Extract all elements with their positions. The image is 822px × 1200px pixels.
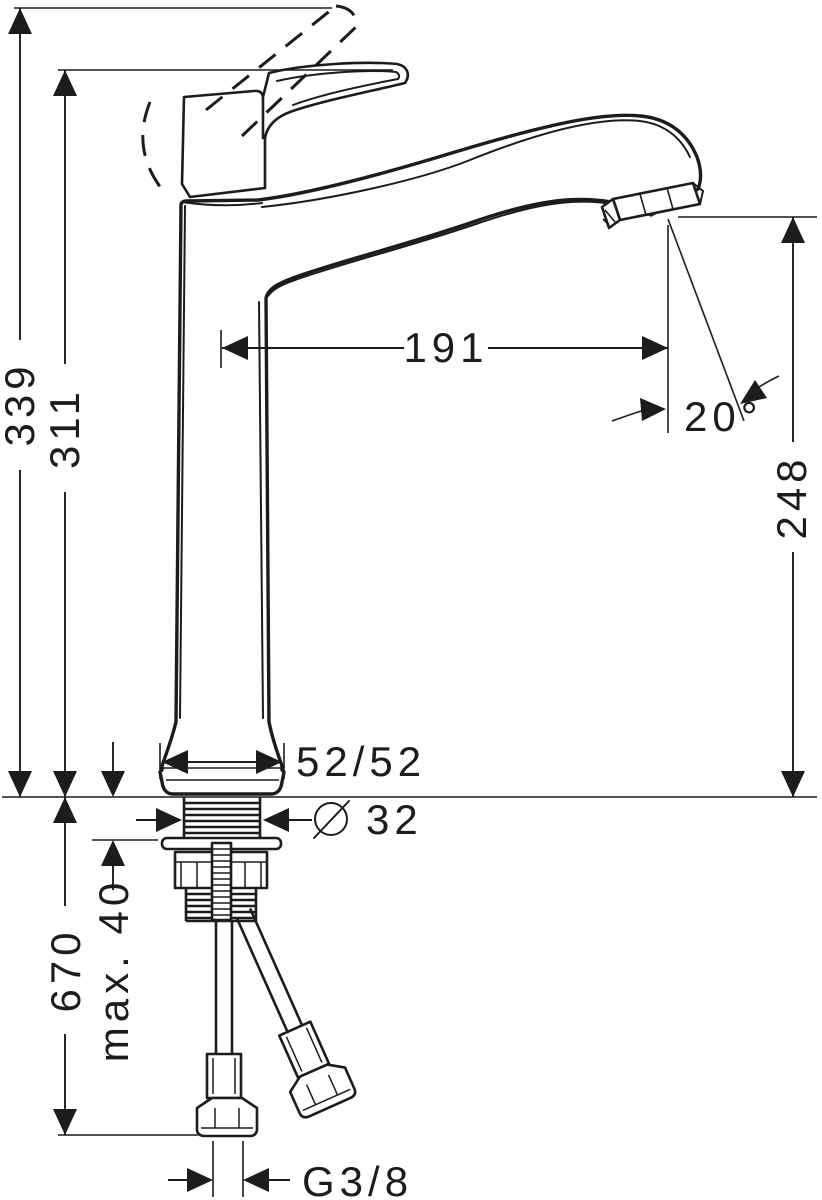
supply-hoses bbox=[195, 907, 357, 1138]
diameter-symbol bbox=[313, 800, 350, 839]
arrow-down-311 bbox=[53, 771, 77, 797]
dimension-spout-reach: 191 bbox=[220, 324, 668, 371]
dim-label-connection-thread: G3/8 bbox=[302, 1158, 413, 1200]
dim-label-total-height: 339 bbox=[0, 361, 43, 446]
dim-label-spout-angle: 20° bbox=[684, 393, 763, 440]
angle-arrow-right bbox=[740, 380, 767, 404]
arrow-g38-left bbox=[187, 1168, 213, 1192]
aerator-end-cap bbox=[600, 197, 622, 230]
angle-leader-left bbox=[611, 409, 645, 422]
arrow-down-248 bbox=[781, 771, 805, 797]
hose-straight-crimp bbox=[205, 1052, 243, 1100]
spout-tip-edge bbox=[692, 182, 705, 205]
hose-straight bbox=[195, 920, 259, 1138]
angle-arrow-left bbox=[640, 398, 666, 421]
dim-label-hole-diameter: 32 bbox=[366, 796, 423, 843]
dim-label-max-thickness: max. 40 bbox=[90, 878, 137, 1062]
handle bbox=[141, 4, 410, 199]
aerator bbox=[600, 181, 705, 230]
hose-angled-nut bbox=[288, 1063, 357, 1119]
arrow-up-311 bbox=[53, 70, 77, 96]
inner-left-edge bbox=[179, 205, 186, 719]
threaded-rod bbox=[210, 841, 233, 922]
arrow-up-339 bbox=[8, 8, 32, 34]
dim-label-hose-length: 670 bbox=[42, 927, 89, 1012]
hose-angled-crimp-lines bbox=[285, 1027, 323, 1072]
handle-raised-dashed-rear bbox=[141, 101, 166, 193]
column-top-joint bbox=[181, 201, 263, 207]
arrow-up-248 bbox=[781, 217, 805, 243]
angle-diagonal-line bbox=[667, 218, 745, 422]
dimension-outlet-height: 248 bbox=[678, 216, 817, 797]
dimension-hole-diameter: 32 bbox=[136, 796, 423, 843]
dimension-annotations: 339 311 191 20° bbox=[0, 7, 817, 1200]
hose-angled-tube bbox=[235, 907, 304, 1033]
dimension-total-height: 339 bbox=[0, 7, 332, 797]
arrow-up-670 bbox=[53, 797, 77, 823]
arrow-32-right bbox=[263, 808, 289, 832]
inner-spout-bottom bbox=[267, 200, 637, 297]
handle-base-block bbox=[180, 89, 267, 199]
dimension-max-thickness: max. 40 bbox=[90, 742, 158, 1062]
dimension-connection-thread: G3/8 bbox=[168, 1141, 413, 1200]
arrow-left-52 bbox=[162, 750, 188, 774]
arrow-g38-right bbox=[243, 1168, 269, 1192]
dimension-spout-angle: 20° bbox=[611, 218, 780, 440]
hose-straight-nut-lines bbox=[201, 1108, 253, 1129]
dim-label-outlet-height: 248 bbox=[768, 454, 815, 539]
arrow-down-339 bbox=[8, 771, 32, 797]
hose-straight-crimp-lines bbox=[212, 1058, 236, 1094]
dimension-base-size: 52/52 bbox=[159, 738, 426, 785]
arrow-down-max40 bbox=[101, 771, 125, 797]
faucet bbox=[141, 4, 705, 1138]
arrow-32-left bbox=[156, 808, 182, 832]
handle-lever bbox=[261, 61, 410, 140]
hose-angled bbox=[235, 907, 357, 1119]
inner-spout-top bbox=[261, 119, 691, 208]
arrow-up-max40 bbox=[101, 840, 125, 866]
shank-threads bbox=[184, 801, 260, 841]
handle-raised-dashed-top bbox=[205, 4, 337, 112]
arrow-down-670 bbox=[53, 1109, 77, 1135]
dimension-hose-length: 670 bbox=[42, 797, 198, 1136]
aerator-segments bbox=[639, 187, 674, 216]
dim-label-base-size: 52/52 bbox=[296, 738, 426, 785]
dimension-spout-height: 311 bbox=[41, 69, 393, 797]
arrow-left-191 bbox=[222, 336, 248, 360]
handle-raised-dashed-tip bbox=[335, 4, 359, 27]
faucet-body-outline bbox=[158, 113, 703, 796]
mounting-hardware bbox=[160, 797, 283, 923]
handle-lever-inner-line bbox=[276, 70, 401, 106]
diameter-symbol-circle bbox=[314, 802, 348, 836]
arrow-right-52 bbox=[256, 750, 282, 774]
hose-angled-nut-lines bbox=[302, 1074, 351, 1112]
dim-label-spout-reach: 191 bbox=[403, 324, 488, 371]
threaded-rod-rungs bbox=[212, 848, 231, 916]
hose-straight-tube bbox=[214, 920, 234, 1054]
diameter-symbol-slash bbox=[313, 800, 350, 839]
inner-right-edge bbox=[258, 301, 264, 719]
dim-label-spout-height: 311 bbox=[41, 387, 88, 469]
hose-straight-nut bbox=[195, 1096, 259, 1138]
aerator-end-hatch bbox=[602, 209, 616, 226]
handle-raised-dashed-bottom bbox=[240, 24, 359, 138]
arrow-right-191 bbox=[642, 336, 668, 360]
faucet-inner-lines bbox=[163, 119, 691, 781]
mounting-nut-ribs bbox=[180, 862, 262, 888]
